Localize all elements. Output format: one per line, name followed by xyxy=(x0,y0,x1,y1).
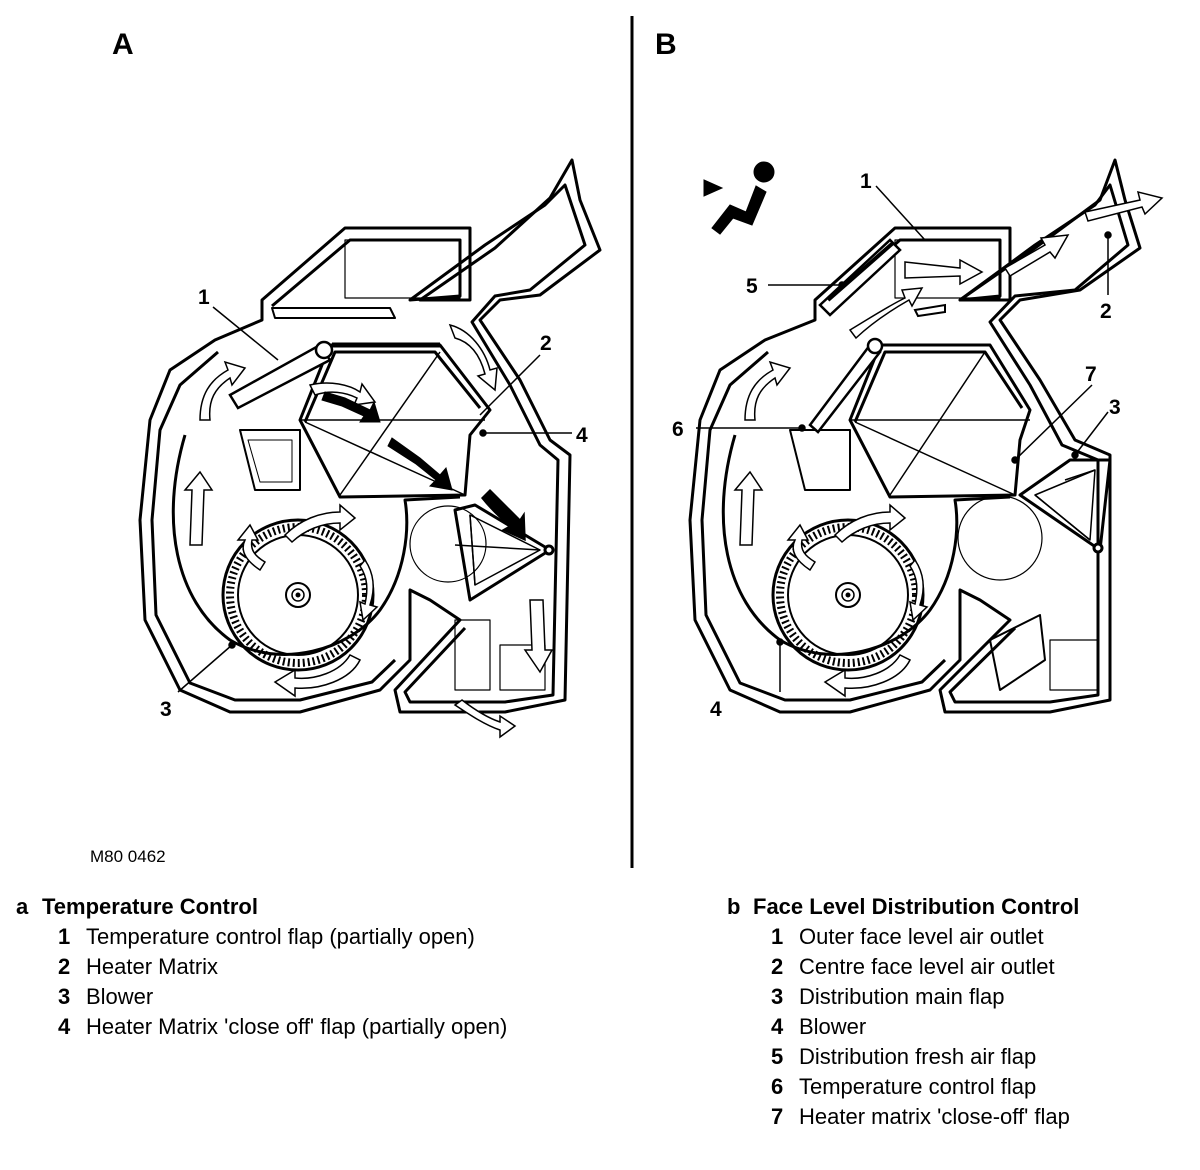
panel-b-callout-6: 6 xyxy=(672,418,684,441)
legend-item-text: Centre face level air outlet xyxy=(799,954,1055,979)
legend-item-text: Heater matrix 'close-off' flap xyxy=(799,1104,1070,1129)
legend-item-number: 2 xyxy=(771,954,784,979)
legend-item-number: 5 xyxy=(771,1044,784,1069)
legend-b-items: 1 Outer face level air outlet 2 Centre fac… xyxy=(727,922,1079,1132)
panel-a-callout-3: 3 xyxy=(160,698,172,721)
heater-unit-diagram: 1 2 3 4 xyxy=(138,16,1164,868)
legend-item: 7 Heater matrix 'close-off' flap xyxy=(771,1102,1079,1132)
panel-a-airflow-arrows xyxy=(183,323,554,739)
panel-b-callout-5: 5 xyxy=(746,275,758,298)
panel-a-callout-2: 2 xyxy=(540,332,552,355)
legend-item-text: Outer face level air outlet xyxy=(799,924,1044,949)
legend-a-items: 1 Temperature control flap (partially ope… xyxy=(16,922,507,1042)
legend-item: 2 Centre face level air outlet xyxy=(771,952,1079,982)
legend-item-text: Temperature control flap xyxy=(799,1074,1037,1099)
legend-item-number: 4 xyxy=(58,1014,71,1039)
legend-item: 4 Heater Matrix 'close off' flap (partial… xyxy=(58,1012,507,1042)
legend-item-text: Heater Matrix xyxy=(86,954,219,979)
panel-a-callout-1: 1 xyxy=(198,286,210,309)
legend-item: 6 Temperature control flap xyxy=(771,1072,1079,1102)
panel-b-callout-2: 2 xyxy=(1100,300,1112,323)
legend-item-text: Heater Matrix 'close off' flap (partiall… xyxy=(86,1014,508,1039)
legend-item-text: Distribution main flap xyxy=(799,984,1005,1009)
legend-item-number: 7 xyxy=(771,1104,784,1129)
seat-icon xyxy=(703,161,775,235)
legend-item-number: 1 xyxy=(58,924,71,949)
legend-item: 3 Blower xyxy=(58,982,507,1012)
legend-b: b Face Level Distribution Control 1 Outer … xyxy=(727,892,1079,1132)
panel-b-temperature-flap xyxy=(808,337,884,434)
legend-item-number: 1 xyxy=(771,924,784,949)
panel-a-callout-4: 4 xyxy=(576,424,588,447)
legend-item-text: Distribution fresh air flap xyxy=(799,1044,1037,1069)
legend-item: 2 Heater Matrix xyxy=(58,952,507,982)
legend-a-title: Temperature Control xyxy=(42,894,258,919)
panel-a-hot-air-arrows xyxy=(321,391,453,491)
legend-a-title-row: a Temperature Control xyxy=(16,892,507,922)
legend-item: 1 Outer face level air outlet xyxy=(771,922,1079,952)
legend-item: 3 Distribution main flap xyxy=(771,982,1079,1012)
panel-a-letter: A xyxy=(112,28,134,61)
panel-b-fresh-air-flap xyxy=(818,238,946,318)
legend-b-title-row: b Face Level Distribution Control xyxy=(727,892,1079,922)
legend-item-number: 3 xyxy=(771,984,784,1009)
panel-b-letter: B xyxy=(655,28,677,61)
legend-item: 4 Blower xyxy=(771,1012,1079,1042)
legend-item-text: Blower xyxy=(86,984,154,1009)
legend-item-number: 3 xyxy=(58,984,71,1009)
panel-b-callout-lines xyxy=(696,185,1112,692)
legend-item-number: 6 xyxy=(771,1074,784,1099)
panel-b-airflow-arrows xyxy=(733,190,1164,698)
panel-b-callout-7: 7 xyxy=(1085,363,1097,386)
legend-item-text: Blower xyxy=(799,1014,867,1039)
legend-item: 5 Distribution fresh air flap xyxy=(771,1042,1079,1072)
legend-item: 1 Temperature control flap (partially ope… xyxy=(58,922,507,952)
legend-b-title: Face Level Distribution Control xyxy=(753,894,1080,919)
panel-b-callout-4: 4 xyxy=(710,698,722,721)
reference-code: M80 0462 xyxy=(90,847,166,866)
panel-a-temperature-flap xyxy=(228,340,440,410)
legend-item-number: 4 xyxy=(771,1014,784,1039)
panel-b-callout-1: 1 xyxy=(860,170,872,193)
panel-b-callout-3: 3 xyxy=(1109,396,1121,419)
legend-a-letter: a xyxy=(16,894,29,919)
legend-a: a Temperature Control 1 Temperature contro… xyxy=(16,892,507,1042)
panel-b-housing xyxy=(688,158,1142,714)
panel-a-callout-lines xyxy=(177,306,572,693)
legend-item-text: Temperature control flap (partially open… xyxy=(86,924,475,949)
legend-b-letter: b xyxy=(727,894,741,919)
legend-item-number: 2 xyxy=(58,954,71,979)
